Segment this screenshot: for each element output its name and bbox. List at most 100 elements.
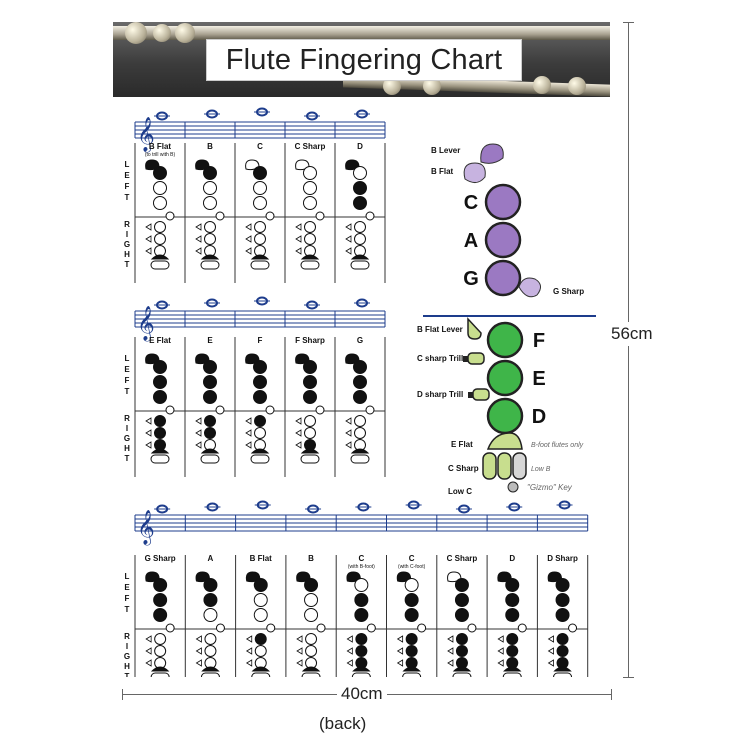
left-hole-icon bbox=[153, 608, 168, 622]
flute-key bbox=[423, 77, 441, 95]
left-hole-icon bbox=[203, 578, 218, 592]
left-hole-icon bbox=[353, 375, 367, 389]
right-key-E-icon bbox=[486, 359, 524, 397]
note-label: F Sharp bbox=[295, 336, 325, 345]
dsharp-key-icon bbox=[301, 666, 321, 672]
b-lever-key-icon bbox=[480, 143, 504, 164]
foot-keys-icon bbox=[200, 260, 220, 270]
left-hole-icon bbox=[353, 360, 367, 374]
e-flat-label: E Flat bbox=[451, 440, 473, 449]
note-label: C bbox=[257, 142, 263, 151]
left-hole-icon bbox=[253, 196, 267, 210]
trill-key-icon bbox=[195, 635, 202, 643]
dsharp-key-icon bbox=[150, 666, 170, 672]
dsharp-key-icon bbox=[350, 254, 370, 260]
c-sharp-trill-icon bbox=[467, 352, 485, 365]
dsharp-key-icon bbox=[250, 448, 270, 454]
trill-key-icon bbox=[145, 441, 152, 449]
thumb-key-icon bbox=[396, 571, 412, 583]
right-hole-icon bbox=[354, 427, 366, 439]
thumb-key-icon bbox=[195, 571, 210, 583]
dsharp-key-icon bbox=[300, 448, 320, 454]
chart-title: Flute Fingering Chart bbox=[225, 43, 503, 76]
note-label: C bbox=[358, 554, 364, 563]
b-flat-label: B Flat bbox=[431, 167, 454, 176]
trill-key-icon bbox=[295, 417, 302, 425]
left-hole-icon bbox=[404, 593, 419, 607]
gsharp-key-icon bbox=[568, 623, 578, 633]
left-hole-icon bbox=[303, 181, 317, 195]
gsharp-key-icon bbox=[517, 623, 527, 633]
right-hole-icon bbox=[354, 233, 366, 245]
left-key-C-letter: C bbox=[464, 192, 478, 214]
right-hole-icon bbox=[455, 645, 468, 657]
trill-key-icon bbox=[345, 247, 352, 255]
left-hole-icon bbox=[253, 608, 268, 622]
flute-key bbox=[175, 23, 195, 43]
left-hole-icon bbox=[454, 578, 469, 592]
right-hole-icon bbox=[204, 415, 216, 427]
right-hole-icon bbox=[305, 633, 318, 645]
trill-key-icon bbox=[145, 417, 152, 425]
right-hole-icon bbox=[305, 645, 318, 657]
gsharp-key-icon bbox=[265, 405, 275, 415]
trill-key-icon bbox=[346, 659, 353, 667]
left-hole-icon bbox=[153, 196, 167, 210]
left-hole-icon bbox=[253, 375, 267, 389]
left-hole-icon bbox=[253, 166, 267, 180]
note-label: E Flat bbox=[149, 336, 171, 345]
thumb-key-icon bbox=[145, 353, 160, 365]
flute-key bbox=[153, 24, 171, 42]
thumb-key-icon bbox=[447, 571, 462, 583]
left-hole-icon bbox=[153, 578, 168, 592]
right-hole-icon bbox=[204, 427, 216, 439]
trill-key-icon bbox=[396, 635, 404, 643]
trill-key-icon bbox=[195, 659, 202, 667]
right-hole-icon bbox=[304, 221, 316, 233]
trill-key-icon bbox=[345, 429, 352, 437]
left-hole-icon bbox=[253, 360, 267, 374]
left-hole-icon bbox=[555, 608, 570, 622]
g-sharp-key-icon bbox=[518, 277, 541, 298]
right-hole-icon bbox=[355, 633, 368, 645]
trill-key-icon bbox=[195, 429, 202, 437]
left-key-A-letter: A bbox=[464, 230, 478, 252]
low-c-label: Low C bbox=[448, 487, 472, 496]
note-label: C bbox=[409, 554, 415, 563]
flute-photo-banner: Flute Fingering Chart bbox=[113, 22, 610, 97]
right-key-F-icon bbox=[486, 321, 524, 359]
left-hole-icon bbox=[555, 593, 570, 607]
foot-keys-icon bbox=[300, 454, 320, 464]
right-hand-label: R bbox=[124, 220, 130, 229]
gsharp-key-icon bbox=[265, 211, 275, 221]
left-hole-icon bbox=[153, 166, 167, 180]
trill-key-icon bbox=[195, 247, 202, 255]
thumb-key-icon bbox=[245, 353, 260, 365]
thumb-key-icon bbox=[346, 571, 361, 583]
note-sublabel: (with C-foot) bbox=[398, 564, 426, 570]
thumb-key-icon bbox=[145, 159, 160, 171]
foot-keys-icon bbox=[452, 672, 472, 677]
note-label: C Sharp bbox=[295, 142, 326, 151]
right-hand-label: G bbox=[124, 652, 130, 661]
c-sharp-trill-stem bbox=[463, 356, 468, 362]
trill-key-icon bbox=[245, 441, 252, 449]
right-key-F-letter: F bbox=[533, 330, 545, 352]
trill-key-icon bbox=[245, 235, 252, 243]
lever-label: C sharp Trill bbox=[417, 354, 463, 363]
treble-clef-icon: 𝄞 bbox=[137, 510, 155, 546]
trill-key-icon bbox=[245, 223, 252, 231]
right-hand-label: H bbox=[124, 662, 130, 671]
note-label: B bbox=[308, 554, 314, 563]
gsharp-key-icon bbox=[417, 623, 427, 633]
thumb-key-icon bbox=[245, 571, 261, 583]
trill-key-icon bbox=[245, 647, 253, 655]
note-sublabel: (to trill with B) bbox=[145, 152, 176, 158]
b-foot-note: B-foot flutes only bbox=[531, 442, 584, 449]
c-sharp-label: C Sharp bbox=[448, 464, 479, 473]
right-hole-icon bbox=[154, 427, 166, 439]
left-hole-icon bbox=[354, 608, 369, 622]
flute-key bbox=[125, 22, 147, 44]
note-label: B Flat bbox=[250, 554, 273, 563]
gsharp-key-icon bbox=[165, 405, 175, 415]
